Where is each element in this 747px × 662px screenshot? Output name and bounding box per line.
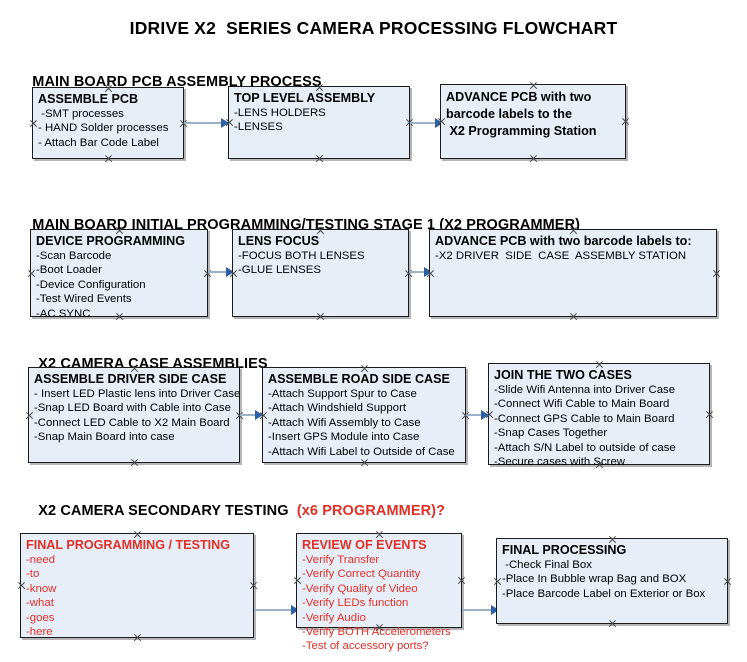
- box-line: -FOCUS BOTH LENSES: [238, 250, 365, 262]
- box-line: -goes: [26, 611, 55, 624]
- box-line: -Attach Support Spur to Case: [268, 388, 417, 400]
- selection-handle[interactable]: [529, 154, 538, 163]
- box-final-processing[interactable]: FINAL PROCESSING -Check Final Box -Place…: [496, 538, 728, 624]
- box-line: -Connect LED Cable to X2 Main Board: [34, 416, 230, 429]
- box-line: -Attach S/N Label to outside of case: [494, 441, 676, 454]
- box-line: -Verify BOTH Accelerometers: [302, 626, 451, 639]
- box-title: JOIN THE TWO CASES: [494, 368, 632, 382]
- arrowhead-icon: [291, 605, 299, 615]
- box-line: -Slide Wifi Antenna into Driver Case: [494, 384, 676, 396]
- arrowhead-icon: [255, 410, 263, 420]
- box-advance-pcb-to-driver-side-case-assembly[interactable]: ADVANCE PCB with two barcode labels to: …: [429, 229, 717, 317]
- connector-arrow: [409, 267, 432, 277]
- section-header-main-board-pcb-assembly: MAIN BOARD PCB ASSEMBLY PROCESS: [24, 58, 322, 90]
- connector-arrow: [240, 410, 263, 420]
- box-line: -Test Wired Events: [36, 293, 132, 306]
- box-line: -SMT processes: [38, 108, 124, 120]
- box-line: -need: [26, 554, 56, 566]
- selection-handle[interactable]: [569, 312, 578, 321]
- section-header-text: X2 CAMERA SECONDARY TESTING: [38, 503, 293, 519]
- box-title: FINAL PROGRAMMING / TESTING: [26, 538, 231, 552]
- connector-arrow: [184, 118, 229, 128]
- box-title: REVIEW OF EVENTS: [302, 538, 427, 552]
- box-line-overflow: -Test of accessory ports?: [302, 640, 429, 653]
- box-top-level-assembly[interactable]: TOP LEVEL ASSEMBLY -LENS HOLDERS -LENSES: [228, 86, 410, 159]
- box-line: -Insert GPS Module into Case: [268, 431, 420, 444]
- connector-arrow: [462, 605, 499, 615]
- box-advance-pcb-to-x2-programming-station[interactable]: ADVANCE PCB with two barcode labels to t…: [440, 84, 626, 159]
- box-line: - HAND Solder processes: [38, 122, 169, 135]
- connector-arrow: [208, 267, 234, 277]
- selection-handle[interactable]: [712, 269, 721, 278]
- section-header-text: MAIN BOARD PCB ASSEMBLY PROCESS: [32, 74, 322, 90]
- arrowhead-icon: [435, 118, 443, 128]
- box-line: -Check Final Box: [502, 559, 592, 571]
- selection-handle[interactable]: [130, 458, 139, 467]
- box-device-programming[interactable]: DEVICE PROGRAMMING -Scan Barcode -Boot L…: [30, 229, 208, 320]
- box-line: -to: [26, 568, 40, 581]
- selection-handle[interactable]: [608, 619, 617, 628]
- box-line: -Attach Wifi Assembly to Case: [268, 416, 421, 429]
- selection-handle[interactable]: [316, 312, 325, 321]
- box-line: -Place Barcode Label on Exterior or Box: [502, 587, 706, 600]
- arrowhead-icon: [491, 605, 499, 615]
- box-line: -what: [26, 597, 54, 610]
- box-line: - Insert LED Plastic lens into Driver Ca…: [34, 388, 241, 400]
- box-lens-focus[interactable]: LENS FOCUS -FOCUS BOTH LENSES -GLUE LENS…: [232, 229, 409, 317]
- box-title: FINAL PROCESSING: [502, 543, 627, 557]
- box-title: TOP LEVEL ASSEMBLY: [234, 91, 376, 105]
- box-title: ADVANCE PCB with two barcode labels to:: [435, 234, 692, 248]
- box-line: -Connect GPS Cable to Main Board: [494, 412, 675, 425]
- box-line: -know: [26, 582, 57, 595]
- page-title: IDRIVE X2 SERIES CAMERA PROCESSING FLOWC…: [129, 18, 618, 38]
- box-title: ADVANCE PCB with two barcode labels to t…: [446, 90, 597, 138]
- box-line: -Device Configuration: [36, 278, 146, 291]
- connector-arrow: [410, 118, 443, 128]
- box-assemble-road-side-case[interactable]: ASSEMBLE ROAD SIDE CASE -Attach Support …: [262, 367, 466, 463]
- selection-handle[interactable]: [315, 154, 324, 163]
- box-line: -Verify Quality of Video: [302, 582, 418, 595]
- box-line: -Verify LEDs function: [302, 597, 409, 610]
- box-line: -Verify Transfer: [302, 554, 380, 566]
- box-line: -Secure cases with Screw: [494, 456, 626, 469]
- arrowhead-icon: [481, 410, 489, 420]
- arrowhead-icon: [221, 118, 229, 128]
- selection-handle[interactable]: [104, 154, 113, 163]
- connector-arrow: [466, 410, 489, 420]
- arrowhead-icon: [226, 267, 234, 277]
- box-line: -here: [26, 626, 53, 639]
- box-line: -LENSES: [234, 121, 283, 134]
- box-line: -Place In Bubble wrap Bag and BOX: [502, 573, 687, 586]
- box-assemble-driver-side-case[interactable]: ASSEMBLE DRIVER SIDE CASE - Insert LED P…: [28, 367, 240, 463]
- connector-arrow: [254, 605, 299, 615]
- box-line: -Snap Cases Together: [494, 427, 608, 440]
- box-line: - Attach Bar Code Label: [38, 136, 159, 149]
- box-line: -LENS HOLDERS: [234, 107, 326, 119]
- box-line: -Scan Barcode: [36, 250, 112, 262]
- box-title: LENS FOCUS: [238, 234, 320, 248]
- box-line: -Attach Wifi Label to Outside of Case: [268, 445, 455, 458]
- box-join-the-two-cases[interactable]: JOIN THE TWO CASES -Slide Wifi Antenna i…: [488, 363, 710, 468]
- section-header-x2-camera-secondary-testing: X2 CAMERA SECONDARY TESTING (x6 PROGRAMM…: [30, 487, 445, 519]
- box-line: -Attach Windshield Support: [268, 402, 407, 415]
- box-line: -Connect Wifi Cable to Main Board: [494, 398, 670, 411]
- box-line: -Snap Main Board into case: [34, 431, 175, 444]
- box-title: ASSEMBLE ROAD SIDE CASE: [268, 372, 450, 386]
- box-review-of-events[interactable]: REVIEW OF EVENTS -Verify Transfer -Verif…: [296, 533, 462, 652]
- box-final-programming-testing[interactable]: FINAL PROGRAMMING / TESTING -need -to -k…: [20, 533, 254, 638]
- box-line: -GLUE LENSES: [238, 264, 321, 277]
- section-header-accent-text: (x6 PROGRAMMER)?: [292, 503, 446, 519]
- box-title: ASSEMBLE DRIVER SIDE CASE: [34, 372, 227, 386]
- box-title: DEVICE PROGRAMMING: [36, 234, 186, 248]
- box-line: -Verify Audio: [302, 611, 366, 624]
- box-title: ASSEMBLE PCB: [38, 92, 139, 106]
- box-line: -Boot Loader: [36, 264, 102, 277]
- box-line: -X2 DRIVER SIDE CASE ASSEMBLY STATION: [435, 250, 687, 262]
- box-line: -Verify Correct Quantity: [302, 568, 421, 581]
- box-assemble-pcb[interactable]: ASSEMBLE PCB -SMT processes - HAND Solde…: [32, 87, 184, 159]
- arrowhead-icon: [424, 267, 432, 277]
- box-line: -AC SYNC: [36, 307, 91, 320]
- box-line: -Snap LED Board with Cable into Case: [34, 402, 231, 415]
